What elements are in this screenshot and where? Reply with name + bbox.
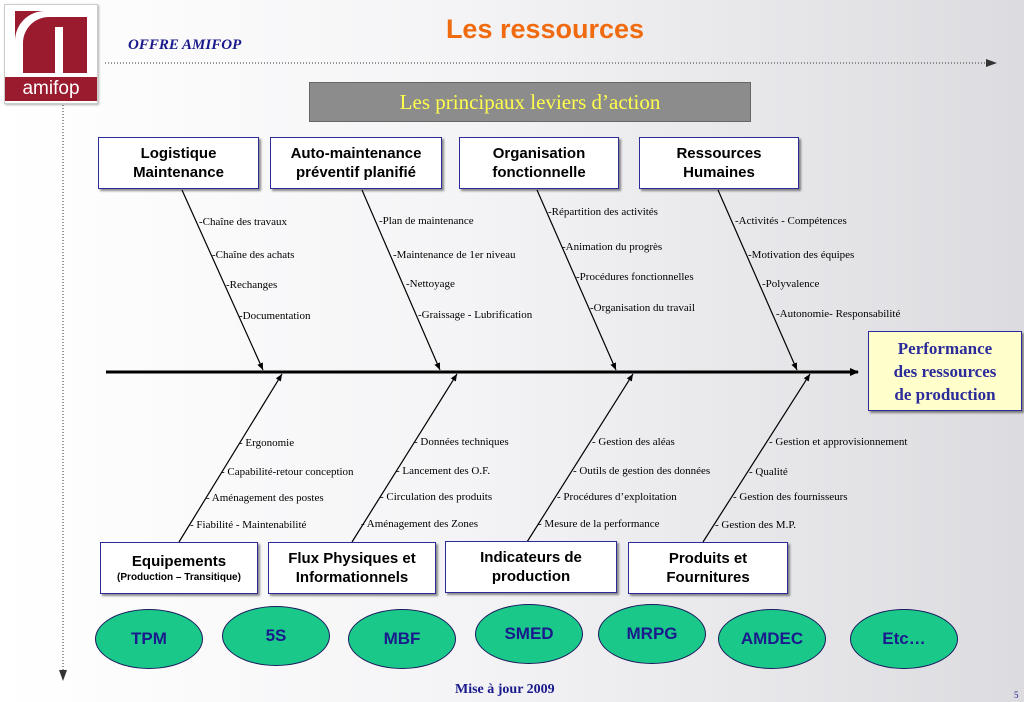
cause-item: -Plan de maintenance (379, 215, 474, 227)
cause-item: -Motivation des équipes (748, 249, 855, 261)
cause-item: - Fiabilité - Maintenabilité (190, 519, 307, 531)
method-oval-etc: Etc… (850, 609, 958, 669)
category-auto-maintenance: Auto-maintenance préventif planifié (270, 137, 442, 189)
cause-item: -Polyvalence (762, 278, 820, 290)
category-label: Indicateurs de (480, 549, 582, 566)
category-equipements: Equipements (Production – Transitique) (100, 542, 258, 594)
cause-item: -Documentation (239, 310, 311, 322)
cause-item: - Gestion des fournisseurs (733, 491, 848, 503)
category-label: fonctionnelle (492, 164, 586, 181)
cause-item: -Activités - Compétences (735, 215, 847, 227)
bone-top-2 (361, 189, 441, 371)
category-organisation: Organisation fonctionnelle (459, 137, 619, 189)
category-ressources-humaines: Ressources Humaines (639, 137, 799, 189)
cause-item: -Répartition des activités (548, 206, 658, 218)
category-logistique: Logistique Maintenance (98, 137, 259, 189)
bone-bottom-2 (351, 373, 458, 543)
amifop-logo: amifop (4, 4, 98, 104)
bone-top-4 (717, 189, 798, 371)
category-label: Flux Physiques et (288, 550, 416, 567)
cause-item: - Qualité (749, 466, 788, 478)
method-oval-smed: SMED (475, 604, 583, 664)
cause-item: -Organisation du travail (590, 302, 695, 314)
effect-label: Performance (897, 338, 993, 358)
cause-item: - Circulation des produits (380, 491, 493, 503)
category-indicateurs: Indicateurs de production (445, 541, 617, 593)
category-label: Equipements (131, 552, 227, 570)
method-oval-mbf: MBF (348, 609, 456, 669)
bone-top-1 (181, 189, 264, 371)
cause-item: -Maintenance de 1er niveau (393, 249, 516, 261)
cause-item: -Animation du progrès (562, 241, 663, 253)
category-label: production (491, 568, 571, 585)
bone-bottom-4 (702, 373, 811, 543)
logo-text: amifop (5, 77, 97, 101)
category-label: Organisation (492, 145, 586, 162)
footer-update: Mise à jour 2009 (455, 682, 555, 697)
category-label: Ressources (676, 145, 762, 162)
cause-item: - Lancement des O.F. (396, 465, 491, 477)
category-label: Humaines (683, 164, 755, 181)
cause-item: - Capabilité-retour conception (221, 466, 354, 478)
category-label: Produits et (668, 550, 748, 567)
category-flux: Flux Physiques et Informationnels (268, 542, 436, 594)
cause-item: -Chaîne des travaux (199, 216, 287, 228)
bone-bottom-3 (526, 373, 634, 543)
method-oval-tpm: TPM (95, 609, 203, 669)
cause-item: - Ergonomie (239, 437, 295, 449)
cause-item: - Gestion des aléas (592, 436, 675, 448)
effect-label: de production (894, 384, 996, 404)
cause-item: - Procédures d’exploitation (557, 491, 677, 503)
method-oval-amdec: AMDEC (718, 609, 826, 669)
page-number: 5 (1014, 690, 1019, 700)
offer-label: OFFRE AMIFOP (128, 37, 242, 53)
effect-label: des ressources (893, 361, 997, 381)
cause-item: - Données techniques (414, 436, 509, 448)
logo-mark-icon (15, 11, 87, 73)
method-oval-mrpg: MRPG (598, 604, 706, 664)
category-label: Maintenance (133, 164, 224, 181)
category-label: Informationnels (295, 569, 409, 586)
method-oval-5s: 5S (222, 606, 330, 666)
category-label: Logistique (140, 145, 217, 162)
cause-item: -Autonomie- Responsabilité (776, 308, 901, 320)
cause-item: - Gestion et approvisionnement (769, 436, 908, 448)
cause-item: -Chaîne des achats (212, 249, 295, 261)
cause-item: -Rechanges (226, 279, 278, 291)
category-label: Auto-maintenance (290, 145, 422, 162)
cause-item: - Aménagement des Zones (361, 518, 478, 530)
bone-top-3 (536, 189, 617, 371)
bone-bottom-1 (178, 373, 283, 543)
vertical-arrow-icon (59, 670, 67, 681)
cause-item: - Gestion des M.P. (715, 519, 796, 531)
category-sublabel: (Production – Transitique) (117, 571, 241, 583)
category-label: préventif planifié (295, 164, 417, 181)
cause-item: -Procédures fonctionnelles (576, 271, 694, 283)
cause-item: - Outils de gestion des données (573, 465, 711, 477)
page-title: Les ressources (445, 14, 645, 44)
cause-item: - Mesure de la performance (538, 518, 660, 530)
subtitle-banner: Les principaux leviers d’action (309, 82, 751, 122)
cause-item: -Nettoyage (406, 278, 455, 290)
cause-item: - Aménagement des postes (206, 492, 324, 504)
category-label: Fournitures (666, 569, 750, 586)
cause-item: -Graissage - Lubrification (418, 309, 533, 321)
header-arrow-icon (986, 59, 997, 67)
category-produits: Produits et Fournitures (628, 542, 788, 594)
effect-box: Performance des ressources de production (868, 331, 1022, 411)
